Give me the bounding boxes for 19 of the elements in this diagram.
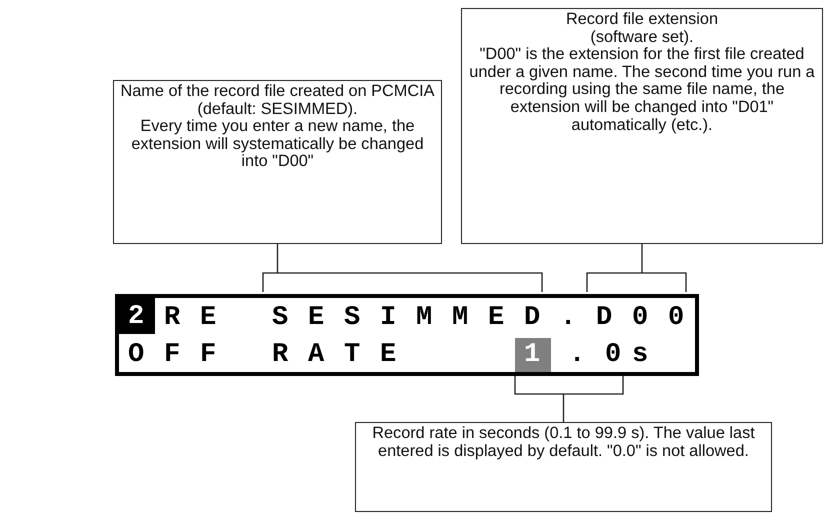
display-characters: R A T E: [271, 339, 398, 371]
callout-text: Name of the record file created on PCMCIA (default: SESIMMED).: [119, 83, 436, 118]
display-characters: 1 . 0: [515, 339, 624, 371]
callout-box: [113, 80, 442, 244]
display-indicator: 2: [119, 298, 155, 334]
callout-text: Every time you enter a new name, the extension will systematically be changed into "D00": [130, 118, 425, 171]
callout-text: Record rate in seconds (0.1 to 99.9 s). The value last entered is displayed by default. "0.0" is not allowed.: [371, 425, 756, 460]
leader-bracket: [586, 243, 687, 293]
display-characters: S E S I M M E D: [263, 302, 542, 334]
display-characters: R E: [163, 302, 218, 334]
callout-text: Record file extension (software set).: [564, 11, 720, 46]
callout-text: "D00" is the extension for the first file created under a given name. The second time you run a recording using the same file name, the extension will be changed into "D01" automatically (etc.).: [468, 46, 816, 134]
callout-box: [461, 8, 823, 244]
leader-bracket: [262, 243, 543, 293]
display-characters: s: [631, 339, 650, 371]
display-characters: O F F: [127, 339, 218, 371]
display-characters: D 0 0: [587, 302, 686, 334]
callout-box: [355, 422, 772, 512]
display-characters: .: [559, 302, 578, 334]
